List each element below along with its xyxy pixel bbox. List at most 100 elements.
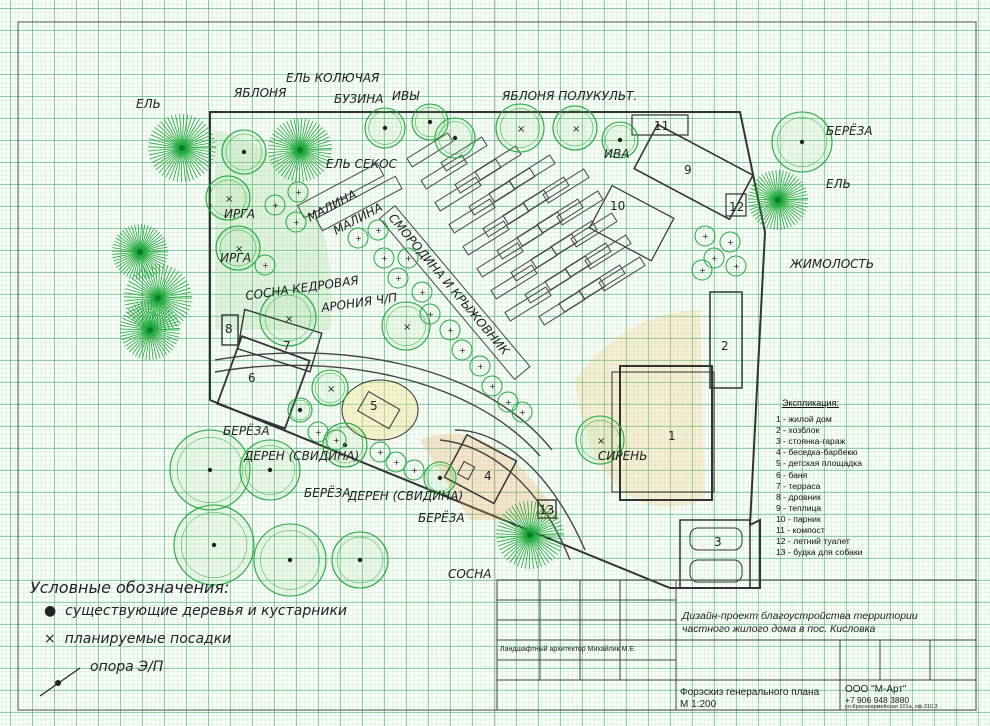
conventions-planned-text: планируемые посадки [64,631,232,647]
lawn-area-south [420,433,560,520]
building-number-3: 3 [714,535,722,549]
building-number-6: 6 [248,371,256,385]
label-irga-1: ИРГА [224,207,255,221]
explication-item: 8 - дровник [776,491,821,502]
building-house-outline [611,371,715,493]
deciduous-tree-icon [169,429,251,511]
sheet-fold-line [494,0,496,726]
deciduous-tree-icon [601,121,639,159]
explication-title: Экспликация: [782,398,839,408]
svg-text:+: + [375,226,382,235]
project-title: Дизайн-проект благоустройства территории… [682,610,918,635]
conifer-tree-icon [268,118,332,183]
shrub-icon: + [397,247,419,269]
playground-equipment [356,390,401,430]
car-2 [689,559,743,583]
explication-item: 11 - компост [776,525,825,536]
svg-text:+: + [262,261,269,270]
explication-item: 4 - беседка-барбекю [776,447,858,458]
planned-tree-icon: × [44,631,65,647]
svg-text:×: × [403,322,411,333]
svg-text:+: + [427,310,434,319]
explication-item: 6 - баня [776,469,808,480]
shrub-icon: + [703,247,725,269]
deciduous-tree-icon [364,107,406,149]
explication-item: 5 - детская площадка [776,458,862,469]
playground [341,379,419,441]
deciduous-tree-icon [771,111,833,173]
svg-text:+: + [519,408,526,417]
label-el-1: ЕЛЬ [136,97,161,111]
svg-text:×: × [285,314,293,325]
conventions-planned: × планируемые посадки [44,631,424,647]
shrub-icon: + [385,451,407,473]
deciduous-tree-icon [411,103,449,141]
svg-text:+: + [293,218,300,227]
svg-text:+: + [272,201,279,210]
deciduous-tree-icon: × [552,105,598,151]
svg-text:+: + [333,436,340,445]
label-zhimolost: ЖИМОЛОСТЬ [789,257,874,271]
deciduous-tree-icon: × [215,225,261,271]
building-greenhouse [633,123,755,221]
shrub-icon: + [347,227,369,249]
label-buzina: БУЗИНА [334,92,383,106]
label-yablonya-1: ЯБЛОНЯ [233,86,287,100]
svg-text:+: + [405,254,412,263]
svg-text:+: + [702,232,709,241]
pole-arrow-icon [39,667,81,697]
svg-text:×: × [597,436,605,447]
building-number-1: 1 [668,429,676,443]
label-deren-2: ДЕРЕН (СВИДИНА) [347,489,463,503]
author-name: Михайлик М.Е. [587,646,637,653]
label-bereza-3: БЕРЁЗА [304,485,351,500]
deciduous-tree-icon: × [575,415,625,465]
conventions-existing: ● существующие деревья и кустарники [44,603,424,619]
building-number-9: 9 [684,163,692,177]
building-gazebo [443,433,518,505]
shrub-icon: + [691,259,713,281]
building-utility [709,291,743,389]
deciduous-tree-icon [253,523,327,597]
sheet-scale: М 1:200 [680,699,717,710]
vegetable-beds [406,132,646,326]
deciduous-tree-icon [221,129,267,175]
existing-tree-icon: ● [44,603,66,619]
svg-text:×: × [572,124,580,135]
label-ivy: ИВЫ [392,89,420,103]
trees-layer: ××××××××+++++++++++++++++++++++++++ [112,103,833,597]
shrub-icon: + [403,459,425,481]
shrub-icon: + [439,319,461,341]
building-hotbed [588,184,675,262]
shrub-icon: + [469,355,491,377]
conifer-tree-icon [148,114,216,183]
label-siren: СИРЕНЬ [598,449,647,463]
svg-text:+: + [381,254,388,263]
svg-text:×: × [327,384,335,395]
conifer-tree-icon [496,501,564,570]
svg-text:+: + [377,448,384,457]
site-boundary [209,111,767,589]
svg-text:+: + [727,238,734,247]
label-el-kolyuchaya: ЕЛЬ КОЛЮЧАЯ [286,71,380,85]
garden-path-edge-2 [214,364,541,457]
explication-item: 12 - летний туалет [776,536,850,547]
deciduous-tree-icon [331,531,389,589]
title-block [496,579,977,711]
lawn-area-house [575,310,705,507]
explication-item: 9 - теплица [776,502,822,513]
shrub-icon: + [411,281,433,303]
svg-text:+: + [477,362,484,371]
svg-text:+: + [295,188,302,197]
building-number-5: 5 [370,399,378,413]
svg-text:+: + [395,274,402,283]
garden-path-edge-1 [214,352,553,451]
conifer-tree-icon [120,300,180,361]
svg-text:+: + [711,254,718,263]
company-name: ООО "М-Арт" [845,684,907,695]
svg-text:+: + [699,266,706,275]
label-el-sekos: ЕЛЬ СЕКОС [326,157,398,171]
deciduous-tree-icon: × [495,103,545,153]
author-role: Ландшафтный архитектор [500,646,586,653]
